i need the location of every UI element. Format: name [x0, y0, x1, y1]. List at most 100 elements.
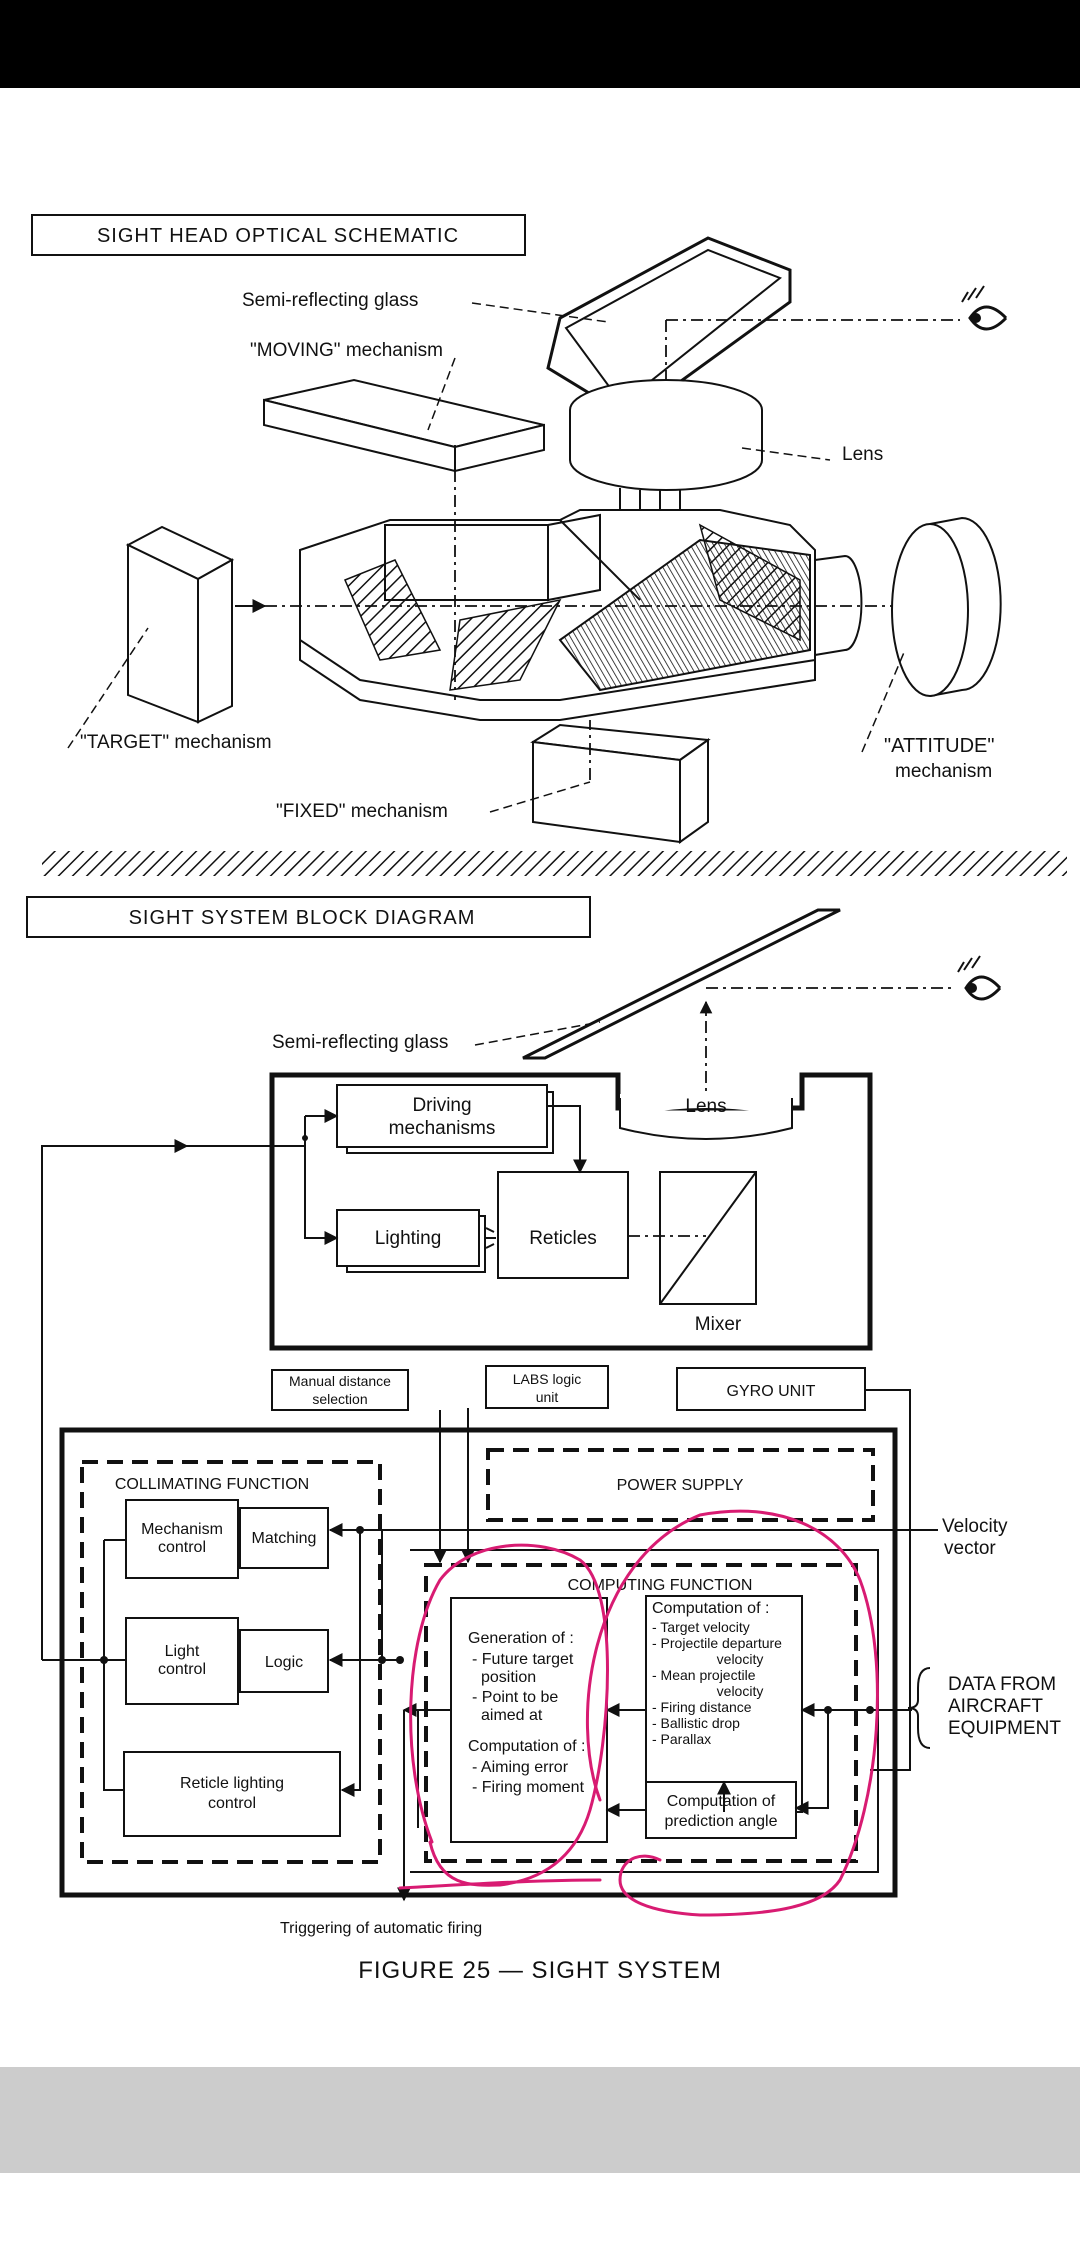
- schematic-title-box: [31, 214, 526, 256]
- label-moving-mechanism: "MOVING" mechanism: [250, 340, 443, 361]
- generation-line-1: Generation of :: [468, 1630, 574, 1647]
- mixer-diagonal: [659, 1171, 757, 1305]
- generation-line-6: Computation of :: [468, 1738, 585, 1755]
- feedback-line: [41, 1139, 189, 1660]
- head-unit-outline: [269, 1072, 873, 1351]
- computation-line-6: velocity: [717, 1683, 764, 1699]
- matching-box: [239, 1507, 329, 1569]
- handwritten-annotation: [398, 1509, 879, 1917]
- leader-attitude: [861, 649, 906, 753]
- leader-glass-top: [471, 302, 609, 323]
- data-bracket: [907, 1667, 931, 1749]
- block-title: SIGHT SYSTEM BLOCK DIAGRAM: [129, 907, 476, 929]
- sight-head-optical-schematic: SIGHT HEAD OPTICAL SCHEMATIC Semi-reflec…: [31, 214, 1008, 844]
- label-velocity-2: vector: [944, 1538, 996, 1559]
- semi-reflecting-glass-panel: [546, 236, 792, 420]
- label-reticles: Reticles: [529, 1228, 597, 1249]
- lighting-box: [336, 1209, 480, 1267]
- figure-caption: FIGURE 25 — SIGHT SYSTEM: [358, 1957, 722, 1984]
- bottom-bar: [0, 2067, 1080, 2173]
- label-matching: Matching: [252, 1530, 317, 1547]
- fixed-mechanism-block: [530, 723, 711, 844]
- label-velocity-1: Velocity: [942, 1516, 1008, 1537]
- label-lens-top: Lens: [842, 444, 883, 465]
- computation-line-8: - Ballistic drop: [652, 1715, 740, 1731]
- label-labs-2: unit: [536, 1389, 559, 1405]
- eye-icon-bottom: [957, 955, 1002, 1001]
- label-driving-2: mechanisms: [389, 1118, 496, 1139]
- glass-strip: [522, 908, 841, 1060]
- sight-system-block-diagram: SIGHT SYSTEM BLOCK DIAGRAM Semi-reflecti…: [26, 896, 1061, 1937]
- generation-line-5: aimed at: [481, 1707, 543, 1724]
- label-prediction-2: prediction angle: [665, 1813, 778, 1830]
- label-light-1: Light: [165, 1643, 200, 1660]
- schematic-title: SIGHT HEAD OPTICAL SCHEMATIC: [97, 225, 459, 247]
- label-fixed-mechanism: "FIXED" mechanism: [276, 801, 448, 822]
- leader-moving: [427, 357, 456, 431]
- top-bar: [0, 0, 1080, 88]
- label-attitude-line2: mechanism: [895, 761, 992, 782]
- label-data-from-2: AIRCRAFT: [948, 1696, 1043, 1717]
- label-driving-1: Driving: [412, 1095, 471, 1116]
- label-manual-1: Manual distance: [289, 1373, 391, 1389]
- generation-line-3: position: [481, 1669, 536, 1686]
- label-prediction-1: Computation of: [667, 1793, 776, 1810]
- computation-line-7: - Firing distance: [652, 1699, 752, 1715]
- computation-list: Computation of : - Target velocity - Pro…: [652, 1600, 782, 1747]
- computation-line-1: Computation of :: [652, 1600, 769, 1617]
- lens-shape: [619, 1098, 793, 1140]
- generation-line-8: - Firing moment: [472, 1779, 585, 1796]
- label-mixer: Mixer: [695, 1314, 742, 1335]
- computation-line-5: - Mean projectile: [652, 1667, 756, 1683]
- label-semi-reflecting-glass-top: Semi-reflecting glass: [242, 290, 418, 311]
- label-collimating: COLLIMATING FUNCTION: [115, 1476, 309, 1493]
- generation-list: Generation of : - Future target position…: [468, 1630, 585, 1796]
- pink-underline: [398, 1878, 602, 1890]
- light-rays-icon: [485, 1227, 496, 1249]
- label-lens-bottom: Lens: [685, 1096, 726, 1117]
- labs-logic-box: [485, 1365, 609, 1409]
- leader-fixed: [489, 781, 591, 813]
- label-reticle-lighting-2: control: [208, 1795, 256, 1812]
- label-power-supply: POWER SUPPLY: [617, 1477, 744, 1494]
- label-labs-1: LABS logic: [513, 1371, 581, 1387]
- label-logic: Logic: [265, 1654, 303, 1671]
- reticles-box: [497, 1171, 629, 1279]
- mechanism-control-box: [125, 1499, 239, 1579]
- computation-line-4: velocity: [717, 1651, 764, 1667]
- leader-lens: [741, 447, 831, 461]
- computing-function-group: [424, 1563, 858, 1863]
- label-mechanism-1: Mechanism: [141, 1521, 223, 1538]
- reticle-lighting-box: [123, 1751, 341, 1837]
- pink-loop-right: [586, 1509, 879, 1917]
- target-mechanism-block: [125, 525, 235, 724]
- lighting-box-shadow: [346, 1215, 486, 1273]
- generation-box: [450, 1597, 608, 1843]
- label-computing: COMPUTING FUNCTION: [568, 1577, 753, 1594]
- driving-mechanisms-box: [336, 1084, 548, 1148]
- label-attitude-line1: "ATTITUDE": [884, 735, 995, 757]
- generation-line-7: - Aiming error: [472, 1759, 569, 1776]
- label-light-2: control: [158, 1661, 206, 1678]
- driving-box-shadow: [346, 1091, 554, 1154]
- computation-line-9: - Parallax: [652, 1731, 711, 1747]
- central-prism-assembly: [299, 445, 863, 721]
- attitude-mechanism-disc: [891, 516, 1002, 697]
- label-lighting: Lighting: [375, 1228, 442, 1249]
- block-title-box: [26, 896, 591, 938]
- light-control-box: [125, 1617, 239, 1705]
- power-supply-group: [486, 1448, 875, 1522]
- hatched-separator: [42, 851, 1067, 876]
- eye-icon: [961, 285, 1008, 331]
- label-manual-2: selection: [312, 1391, 367, 1407]
- computation-line-3: - Projectile departure: [652, 1635, 782, 1651]
- manual-distance-box: [271, 1369, 409, 1411]
- label-semi-reflecting-glass-bottom: Semi-reflecting glass: [272, 1032, 448, 1053]
- label-triggering: Triggering of automatic firing: [280, 1920, 482, 1937]
- label-target-mechanism: "TARGET" mechanism: [80, 732, 272, 753]
- computation-list-box: [645, 1595, 803, 1813]
- glass-inner-edge: [564, 248, 782, 406]
- generation-line-2: - Future target: [472, 1651, 574, 1668]
- moving-mechanism-block: [263, 378, 545, 473]
